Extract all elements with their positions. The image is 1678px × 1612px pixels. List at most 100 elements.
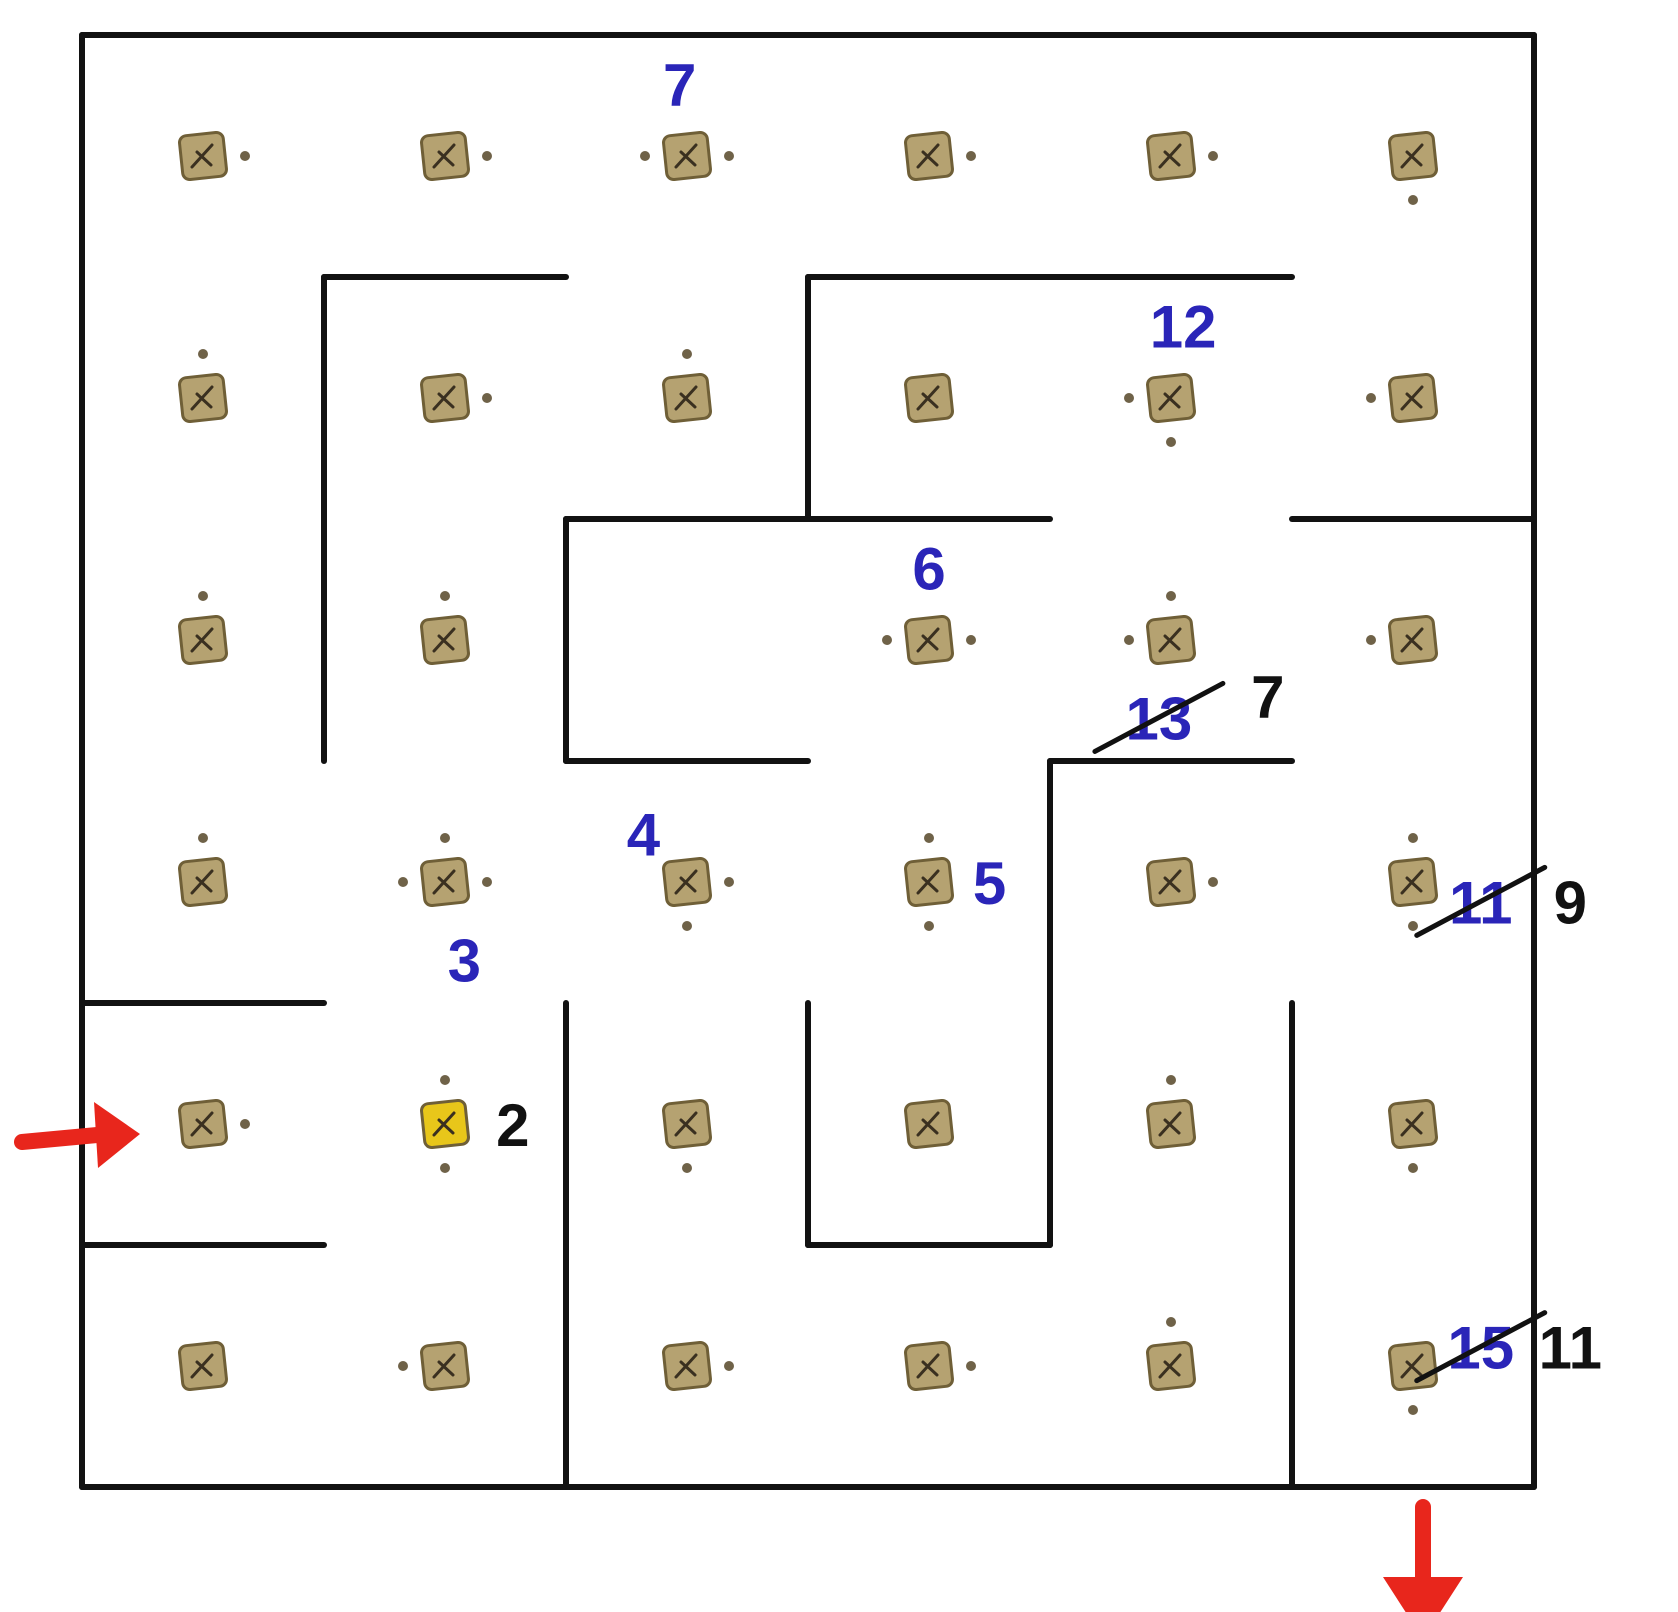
tile-glyph <box>190 143 214 169</box>
connector-dot <box>724 877 734 887</box>
step-number-label: 2 <box>496 1092 529 1159</box>
tile-glyph <box>1400 869 1424 895</box>
connector-dot <box>1408 1405 1418 1415</box>
tile-glyph <box>432 143 456 169</box>
connector-dot <box>1366 393 1376 403</box>
connector-dot <box>440 833 450 843</box>
maze-tile <box>640 131 734 181</box>
tile-glyph <box>916 385 940 411</box>
step-number-label: 7 <box>663 51 696 118</box>
connector-dot <box>240 1119 250 1129</box>
maze-tile <box>1388 131 1438 205</box>
maze-tile <box>178 349 228 423</box>
tile-glyph <box>1158 1353 1182 1379</box>
maze-tile <box>904 131 976 181</box>
maze-tile <box>662 1341 734 1391</box>
tile-glyph <box>190 1353 214 1379</box>
tile-glyph <box>674 385 698 411</box>
step-number-label: 7 <box>1251 664 1284 731</box>
strike-through-line <box>1414 864 1548 938</box>
connector-dot <box>966 1361 976 1371</box>
connector-dot <box>924 833 934 843</box>
tile-glyph <box>1158 869 1182 895</box>
step-number-label: 12 <box>1150 293 1217 360</box>
step-number-label: 3 <box>448 927 481 994</box>
connector-dot <box>724 151 734 161</box>
connector-dot <box>398 877 408 887</box>
step-number-label: 4 <box>627 802 661 869</box>
connector-dot <box>398 1361 408 1371</box>
connector-dot <box>682 349 692 359</box>
connector-dot <box>924 921 934 931</box>
maze-tile <box>882 615 976 665</box>
tile-glyph <box>916 143 940 169</box>
connector-dot <box>198 349 208 359</box>
maze-tile <box>420 1075 470 1173</box>
connector-dot <box>440 591 450 601</box>
tile-glyph <box>432 385 456 411</box>
maze-tile <box>178 1099 250 1149</box>
connector-dot <box>198 833 208 843</box>
tile-glyph <box>432 627 456 653</box>
tile-glyph <box>1158 1111 1182 1137</box>
path-arrows <box>14 1102 1463 1612</box>
tile-glyph <box>674 1353 698 1379</box>
tile-glyph <box>190 869 214 895</box>
connector-dot <box>1408 833 1418 843</box>
maze-tile <box>420 131 492 181</box>
connector-dot <box>482 393 492 403</box>
connector-dot <box>1124 635 1134 645</box>
connector-dot <box>1166 1317 1176 1327</box>
tile-glyph <box>1158 385 1182 411</box>
connector-dot <box>682 921 692 931</box>
maze-tile <box>1146 1075 1196 1149</box>
step-number-label: 6 <box>912 535 945 602</box>
tile-glyph <box>1400 1111 1424 1137</box>
step-number-label: 5 <box>973 850 1006 917</box>
connector-dot <box>1408 195 1418 205</box>
step-labels: 712613745311921511 <box>448 51 1602 1384</box>
connector-dot <box>724 1361 734 1371</box>
maze-tile <box>420 373 492 423</box>
connector-dot <box>1208 151 1218 161</box>
maze-tile <box>398 1341 470 1391</box>
maze-tile <box>1366 615 1438 665</box>
tile-glyph <box>1400 1353 1424 1379</box>
connector-dot <box>966 151 976 161</box>
connector-dot <box>440 1163 450 1173</box>
tile-glyph <box>190 1111 214 1137</box>
connector-dot <box>882 635 892 645</box>
connector-dot <box>1408 1163 1418 1173</box>
maze-tile <box>904 373 954 423</box>
connector-dot <box>682 1163 692 1173</box>
entrance-arrow-head <box>94 1102 140 1168</box>
maze-tile <box>1388 833 1438 931</box>
maze-tile <box>662 349 712 423</box>
connector-dot <box>1166 437 1176 447</box>
connector-dot <box>1124 393 1134 403</box>
tile-glyph <box>674 869 698 895</box>
connector-dot <box>966 635 976 645</box>
maze-tile <box>904 1099 954 1149</box>
maze-tile <box>1146 857 1218 907</box>
connector-dot <box>1166 1075 1176 1085</box>
connector-dot <box>1208 877 1218 887</box>
connector-dot <box>240 151 250 161</box>
tile-glyph <box>190 385 214 411</box>
connector-dot <box>640 151 650 161</box>
connector-dot <box>198 591 208 601</box>
maze-tile <box>178 1341 228 1391</box>
tile-glyph <box>432 869 456 895</box>
tile-glyph <box>916 1353 940 1379</box>
tile-glyph <box>1158 143 1182 169</box>
tile-glyph <box>1400 143 1424 169</box>
maze-tile <box>420 591 470 665</box>
tile-glyph <box>916 869 940 895</box>
tile-glyph <box>1400 385 1424 411</box>
tile-glyph <box>1158 627 1182 653</box>
connector-dot <box>482 151 492 161</box>
maze-tile <box>398 833 492 907</box>
connector-dot <box>1408 921 1418 931</box>
